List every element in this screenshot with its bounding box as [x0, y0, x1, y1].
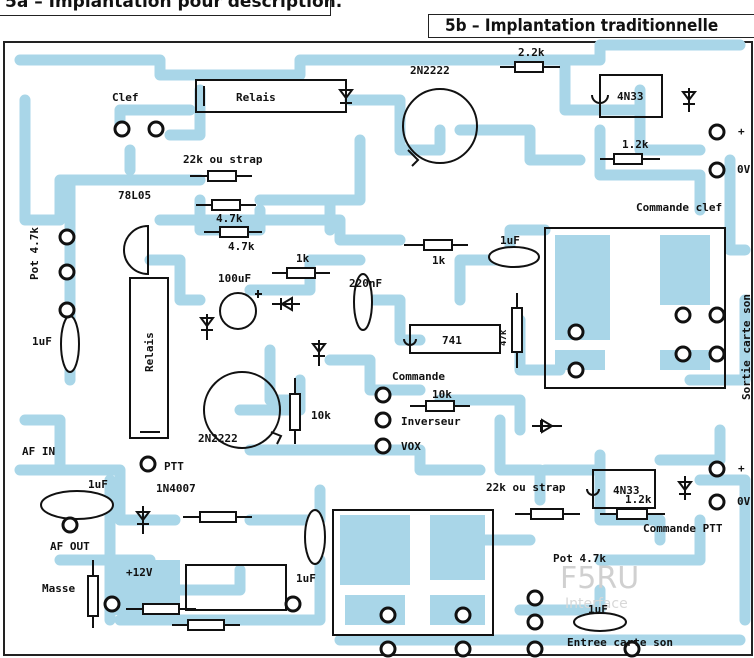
- label-capacitor-1uf-afin: 1uF: [88, 478, 108, 491]
- label-pot-4-7k-bottom: Pot 4.7k: [553, 552, 606, 565]
- transistor-2n2222-top: [402, 88, 478, 164]
- label-plus-12v: +12V: [126, 566, 153, 579]
- pcb-layout: F5RU Interface Clef Relais 2N2222 2.2k 4…: [3, 39, 753, 658]
- label-resistor-1-2k-top: 1.2k: [622, 138, 649, 151]
- label-resistor-4-7k-b: 4.7k: [228, 240, 255, 253]
- opto-top-outline: [599, 74, 663, 118]
- watermark-callsign: F5RU: [560, 561, 639, 596]
- label-resistor-2-2k: 2.2k: [518, 46, 545, 59]
- figure-header-5b: 5b – Implantation traditionnelle: [428, 14, 754, 38]
- relay-input-outline: [332, 509, 494, 636]
- label-capacitor-1uf-mid: 1uF: [500, 234, 520, 247]
- label-capacitor-1uf-left: 1uF: [32, 335, 52, 348]
- label-af-in: AF IN: [22, 445, 55, 458]
- label-masse: Masse: [42, 582, 75, 595]
- label-plus-top: +: [738, 125, 745, 138]
- label-resistor-4-7k-a: 4.7k: [216, 212, 243, 225]
- label-resistor-1-2k-bottom: 1.2k: [625, 493, 652, 506]
- label-pot-4-7k-left: Pot 4.7k: [28, 227, 41, 280]
- label-2n2222-bottom: 2N2222: [198, 432, 238, 445]
- label-22k-strap-top: 22k ou strap: [183, 153, 263, 166]
- resistors: [87, 61, 665, 631]
- label-clef: Clef: [112, 91, 139, 104]
- label-commande-ptt: Commande PTT: [643, 522, 723, 535]
- label-opto-bottom: 4N33: [613, 484, 640, 497]
- solder-pads: [58, 120, 726, 658]
- label-af-out: AF OUT: [50, 540, 90, 553]
- label-plus-bottom: +: [738, 462, 745, 475]
- label-0v-top: 0V: [737, 163, 751, 176]
- label-ptt: PTT: [164, 460, 184, 473]
- label-78l05: 78L05: [118, 189, 151, 202]
- label-resistor-10k-v: 10k: [311, 409, 331, 422]
- ic-bottom-outline: [185, 564, 287, 611]
- label-capacitor-100uf: 100uF: [218, 272, 251, 285]
- diodes: [135, 86, 697, 534]
- ic-741-outline: [409, 324, 501, 354]
- label-capacitor-1uf-bottom: 1uF: [296, 572, 316, 585]
- label-2n2222-top: 2N2222: [410, 64, 450, 77]
- label-opto-top: 4N33: [617, 90, 644, 103]
- label-commande-clef: Commande clef: [636, 201, 722, 214]
- label-resistor-47k: 47k: [499, 329, 509, 346]
- label-relais-top: Relais: [236, 91, 276, 104]
- watermark-interface: Interface: [565, 596, 628, 612]
- label-sortie-carte-son: Sortie carte son: [740, 294, 753, 400]
- label-diode-1n4007: 1N4007: [156, 482, 196, 495]
- label-entree-carte-son: Entree carte son: [567, 636, 673, 649]
- capacitor-100uf-outline: [219, 292, 257, 330]
- label-resistor-1k-a: 1k: [432, 254, 446, 267]
- figure-header-5a: 5a – Implantation pour description.: [0, 0, 342, 16]
- label-capacitor-220nf: 220nF: [349, 277, 382, 290]
- label-commande: Commande: [392, 370, 445, 383]
- label-0v-bottom: 0V: [737, 495, 751, 508]
- relay-ptt-outline: [129, 277, 169, 439]
- label-relais-left: Relais: [143, 332, 156, 372]
- label-resistor-10k-h: 10k: [432, 388, 452, 401]
- label-vox: VOX: [401, 440, 421, 453]
- transistor-2n2222-bottom: [203, 371, 281, 449]
- label-resistor-1k-b: 1k: [296, 252, 310, 265]
- label-inverseur: Inverseur: [401, 415, 461, 428]
- copper-traces: [14, 39, 751, 646]
- label-22k-strap-bottom: 22k ou strap: [486, 481, 566, 494]
- relay-output-outline: [544, 227, 726, 389]
- label-ic-741: 741: [442, 334, 462, 347]
- regulator-78l05: [122, 224, 149, 276]
- capacitors: [40, 246, 627, 632]
- label-capacitor-1uf-entree: 1uF: [588, 603, 608, 616]
